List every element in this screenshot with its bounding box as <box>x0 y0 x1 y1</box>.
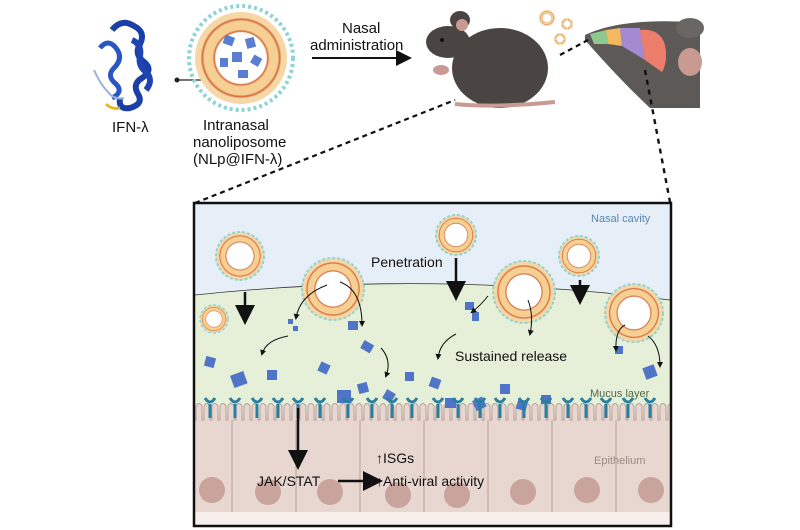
receptor-icon <box>365 397 379 418</box>
ifn-lambda-protein-icon <box>93 19 153 112</box>
detail-panel-art <box>195 204 670 525</box>
up-arrow-icon: ↑ <box>376 473 383 489</box>
receptor-icon <box>250 397 264 418</box>
antiviral-outcome: ↑Anti-viral activity <box>376 473 484 489</box>
receptor-icon <box>579 397 593 418</box>
receptor-icon <box>473 397 487 418</box>
receptor-icon <box>271 397 285 418</box>
epithelium-label: Epithelium <box>594 455 646 467</box>
receptor-icon <box>313 397 327 418</box>
isgs-label: ISGs <box>383 450 415 466</box>
receptor-icon <box>621 397 635 418</box>
nanoliposome-label-1: Intranasal <box>203 117 269 134</box>
administration-label-1: Nasal <box>342 20 381 37</box>
nanoliposome-label-2: nanoliposome <box>193 134 287 151</box>
detail-panel-border <box>192 201 673 528</box>
receptor-icon <box>228 397 242 418</box>
zoom-line-left <box>194 98 456 205</box>
isgs-outcome: ↑ISGs <box>376 450 414 466</box>
up-arrow-icon: ↑ <box>376 450 383 466</box>
receptor-icon <box>341 397 355 418</box>
antiviral-label: Anti-viral activity <box>383 473 485 489</box>
nanoliposome-icon <box>187 4 295 112</box>
receptor-icon <box>493 397 507 418</box>
receptor-icon <box>203 397 217 418</box>
sustained-release-label: Sustained release <box>455 348 568 364</box>
jak-stat-label: JAK/STAT <box>257 473 321 489</box>
penetration-label: Penetration <box>371 254 443 270</box>
nanoliposome-label-3: (NLp@IFN-λ) <box>193 151 283 168</box>
receptor-icon <box>451 397 465 418</box>
nasal-cavity-label: Nasal cavity <box>591 213 651 225</box>
microvilli <box>195 403 670 421</box>
receptor-icon <box>643 397 657 418</box>
ifn-lambda-label: IFN-λ <box>112 119 149 136</box>
mouse-icon <box>426 11 556 108</box>
receptor-icon <box>385 397 399 418</box>
panel-liposomes <box>199 214 664 343</box>
receptor-icon <box>599 397 613 418</box>
mouse-head-section-icon <box>585 18 704 108</box>
administration-label-2: administration <box>310 37 404 54</box>
mucus-layer-label: Mucus layer <box>590 388 650 400</box>
ifn-particles <box>203 302 658 412</box>
receptor-icon <box>431 397 445 418</box>
receptor-icon <box>539 397 553 418</box>
receptor-icon <box>517 397 531 418</box>
receptor-icon <box>561 397 575 418</box>
receptor-icon <box>405 397 419 418</box>
zoom-line-right <box>643 69 672 203</box>
